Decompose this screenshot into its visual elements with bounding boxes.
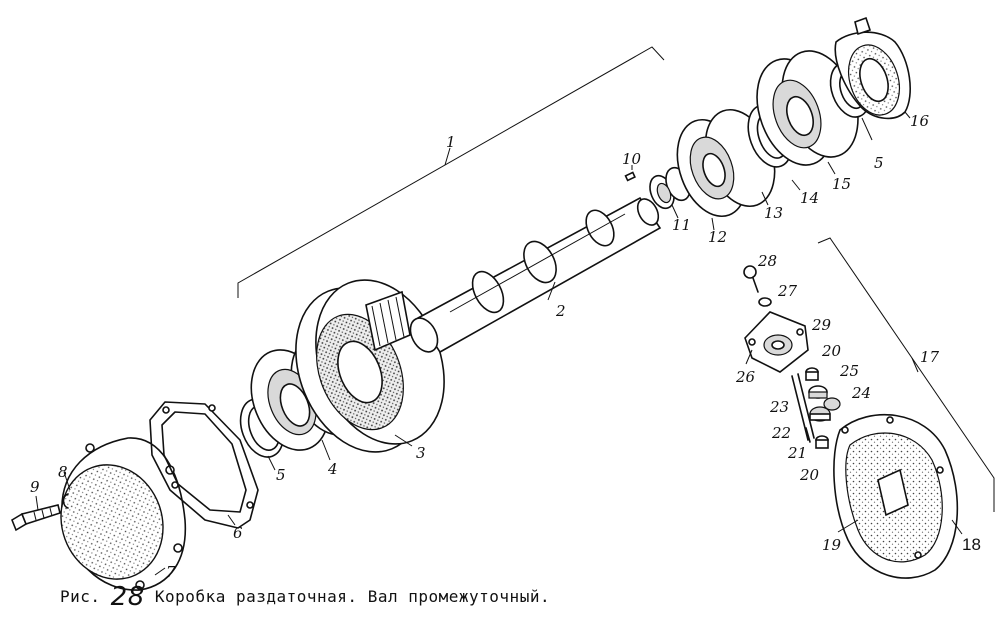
label-28: 28 [757,252,777,270]
part-6-gasket [149,401,259,529]
bracket-group-1 [237,46,665,298]
label-25: 25 [839,362,859,380]
label-7: 7 [166,563,176,581]
part-27-washer [758,297,772,307]
label-13: 13 [764,204,783,222]
labels: 1 2 3 4 5 6 7 8 9 10 11 12 13 14 15 16 5… [30,112,981,581]
label-1: 1 [446,133,456,151]
label-22: 22 [771,424,791,442]
figure-caption: Рис. 28 Коробка раздаточная. Вал промежу… [60,582,550,612]
part-24-washer [823,397,841,411]
part-29-bracket [744,311,809,373]
label-23: 23 [769,398,789,416]
label-21: 21 [787,444,807,462]
label-24: 24 [851,384,871,402]
label-11: 11 [672,216,691,234]
label-27: 27 [777,282,798,300]
caption-text: Коробка раздаточная. Вал промежуточный. [154,587,551,606]
part-21-shaft-end [805,427,811,443]
caption-prefix: Рис. [60,587,101,606]
leader-lines [35,111,963,576]
part-10-key [624,171,636,182]
label-29: 29 [811,316,832,334]
part-12-13-bearing [676,108,776,218]
label-12: 12 [708,228,727,246]
label-19: 19 [822,536,842,554]
label-26: 26 [735,368,756,386]
label-5-left: 5 [276,466,286,484]
part-7-cover [60,437,187,591]
label-16: 16 [910,112,930,130]
part-9-bolt [11,504,61,532]
part-3-gear [295,279,445,453]
part-8-washer [62,493,69,509]
part-22-gear [809,406,831,422]
part-20-bushing-lower [815,435,829,449]
part-28-screw [743,265,759,293]
part-2-shaft [409,196,662,354]
label-14: 14 [800,189,819,207]
label-20-lower: 20 [799,466,820,484]
label-4: 4 [327,460,338,478]
caption-number: 28 [110,582,145,612]
label-3: 3 [416,444,426,462]
part-23-shaft [791,373,815,441]
label-8: 8 [58,463,68,481]
label-10: 10 [622,150,642,168]
label-5-right: 5 [874,154,884,172]
part-18-housing [833,413,959,579]
label-20-upper: 20 [821,342,842,360]
bracket-group-17 [817,237,995,512]
label-6: 6 [233,524,243,542]
label-2: 2 [555,302,566,320]
label-18: 18 [962,535,981,554]
label-15: 15 [832,175,851,193]
label-17: 17 [920,348,940,366]
part-20-bushing-upper [805,367,819,381]
part-25-gear [808,385,828,399]
part-16-cover-plate [834,16,911,120]
label-9: 9 [30,478,40,496]
